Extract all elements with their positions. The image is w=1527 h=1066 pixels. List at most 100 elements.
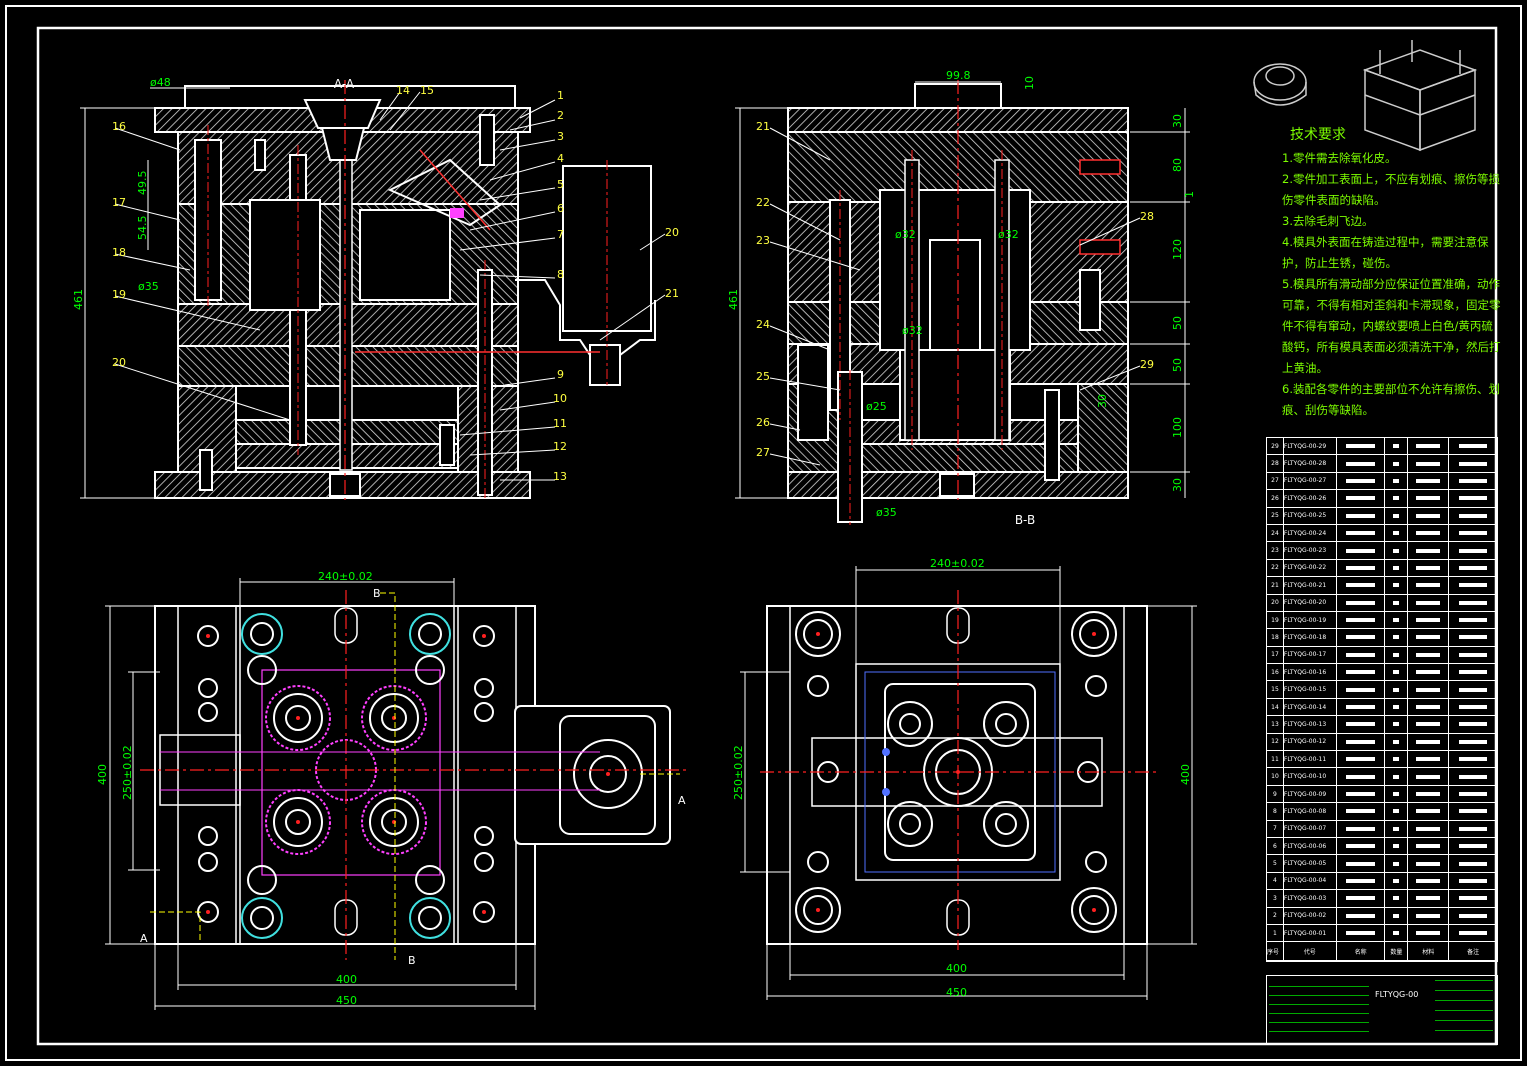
bom-index-cell: 29 [1267, 438, 1284, 455]
bom-cell [1408, 664, 1450, 681]
bom-cell [1337, 507, 1386, 524]
bom-cell-text-bar [1458, 687, 1488, 692]
bom-cell [1449, 629, 1497, 645]
technical-notes: 技术要求 1.零件需去除氧化皮。 2.零件加工表面上，不应有划痕、擦伤等损伤零件… [1282, 125, 1502, 421]
bom-cell [1449, 751, 1497, 767]
bom-cell-text-bar [1346, 896, 1375, 901]
dim-label: ø32 [895, 228, 916, 241]
bom-cell-text-bar [1393, 809, 1400, 814]
bom-cell-text-bar [1416, 722, 1441, 727]
bom-index-cell: 6 [1267, 837, 1284, 855]
bom-cell [1408, 924, 1450, 942]
bom-cell-text-bar [1458, 531, 1488, 536]
bom-cell [1408, 559, 1450, 577]
bom-cell-text-bar [1416, 670, 1441, 675]
bom-cell [1337, 716, 1386, 733]
bom-cell [1337, 924, 1386, 942]
bom-code-cell: FLTYQG-00-06 [1284, 837, 1337, 855]
bom-cell [1449, 925, 1497, 941]
bom-cell-text-bar [1458, 861, 1488, 866]
bom-cell-text-bar [1393, 913, 1400, 918]
note-item: 6.装配各零件的主要部位不允许有擦伤、划痕、刮伤等缺陷。 [1282, 382, 1500, 417]
bom-cell-text-bar [1346, 531, 1375, 536]
bom-cell [1385, 455, 1409, 472]
bom-cell [1449, 595, 1497, 611]
bom-cell-text-bar [1393, 861, 1400, 866]
dim-label: 250±0.02 [732, 745, 745, 800]
bom-cell-text-bar [1458, 548, 1488, 553]
bom-cell-text-bar [1346, 583, 1375, 588]
bom-cell-text-bar [1416, 548, 1441, 553]
bom-cell [1408, 542, 1450, 559]
bom-cell [1408, 507, 1450, 524]
bom-cell-text-bar [1416, 461, 1441, 466]
dim-label: ø25 [866, 400, 887, 413]
bom-cell-text-bar [1393, 792, 1400, 796]
bom-cell [1337, 542, 1386, 559]
bom-cell-text-bar [1393, 496, 1400, 501]
bom-cell-text-bar [1393, 548, 1400, 553]
bom-cell-text-bar [1458, 444, 1488, 449]
bom-cell [1408, 820, 1450, 837]
bom-cell [1385, 490, 1409, 507]
bom-cell-text-bar [1458, 478, 1488, 483]
bom-cell-text-bar [1416, 931, 1441, 936]
callout-label: 11 [553, 417, 567, 430]
bom-cell-text-bar [1346, 826, 1375, 831]
bom-cell-text-bar [1416, 913, 1441, 918]
bom-cell-text-bar [1393, 635, 1400, 640]
dim-label: 400 [1179, 764, 1192, 785]
bom-cell-text-bar [1416, 844, 1441, 849]
dim-label: 250±0.02 [121, 745, 134, 800]
bom-header-cell: 代号 [1284, 942, 1337, 961]
bom-index-cell: 16 [1267, 664, 1284, 681]
bom-cell-text-bar [1458, 496, 1488, 501]
bom-cell-text-bar [1393, 844, 1400, 849]
dim-label: 1 [1183, 191, 1196, 198]
bom-cell-text-bar [1416, 739, 1441, 744]
dim-label: ø35 [876, 506, 897, 519]
dim-label: 400 [946, 962, 967, 975]
bom-cell [1337, 751, 1386, 768]
bom-cell-text-bar [1458, 705, 1488, 710]
plan-left-dims: 240±0.02 250±0.02 400 400 450 [96, 570, 373, 1007]
bom-cell [1408, 837, 1450, 855]
bom-cell [1385, 751, 1409, 768]
bom-cell-text-bar [1416, 531, 1441, 536]
bom-code-cell: FLTYQG-00-18 [1284, 629, 1337, 646]
bom-cell [1408, 716, 1450, 733]
dim-label: 240±0.02 [930, 557, 985, 570]
dim-label: ø48 [150, 76, 171, 89]
bom-cell-text-bar [1458, 461, 1488, 466]
note-item: 3.去除毛刺飞边。 [1282, 214, 1374, 228]
bb-dimensions: 99.8 10 461 ø35 ø25 ø32 ø32 ø32 30 30 80… [727, 69, 1196, 519]
bom-cell [1337, 820, 1386, 837]
inner-frame [36, 26, 1498, 1046]
bom-code-cell: FLTYQG-00-21 [1284, 577, 1337, 594]
bom-index-cell: 23 [1267, 542, 1284, 559]
bom-cell-text-bar [1393, 705, 1400, 710]
dim-label: 50 [1171, 316, 1184, 330]
bom-index-cell: 28 [1267, 455, 1284, 472]
bom-code-cell: FLTYQG-00-13 [1284, 716, 1337, 733]
bom-cell [1385, 872, 1409, 890]
bom-cell-text-bar [1393, 670, 1400, 675]
iso-part-thumbnail [1253, 63, 1307, 106]
bom-cell [1449, 664, 1497, 680]
bom-index-cell: 9 [1267, 785, 1284, 803]
bom-cell [1385, 472, 1409, 490]
bom-code-cell: FLTYQG-00-11 [1284, 751, 1337, 768]
cut-label: B [373, 587, 381, 600]
bom-cell-text-bar [1458, 844, 1488, 849]
